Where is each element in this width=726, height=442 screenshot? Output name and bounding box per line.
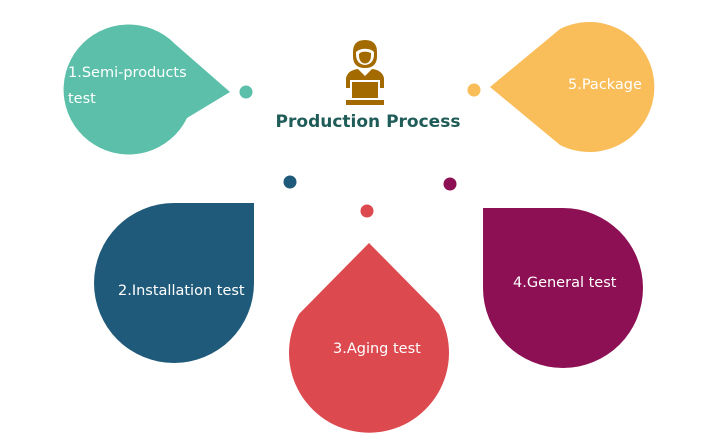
dot-step-1 <box>239 85 253 99</box>
dot-step-4 <box>443 177 457 191</box>
step-3-text: 3.Aging test <box>333 341 421 357</box>
dot-step-5 <box>467 83 481 97</box>
step-3-label: 3.Aging test <box>333 336 453 362</box>
step-1-label: 1.Semi-products test <box>68 58 193 114</box>
step-1-text: 1.Semi-products test <box>68 65 187 107</box>
step-5-text: 5.Package <box>568 77 642 93</box>
dot-step-2 <box>283 175 297 189</box>
step-3-shape <box>289 243 449 433</box>
step-4-label: 4.General test <box>513 270 643 296</box>
step-4-text: 4.General test <box>513 275 617 291</box>
dot-step-3 <box>360 204 374 218</box>
step-2-label: 2.Installation test <box>118 263 246 319</box>
step-5-shape <box>490 22 655 153</box>
step-4-shape <box>483 208 643 368</box>
step-2-shape <box>94 203 254 363</box>
step-2-text: 2.Installation test <box>118 283 245 299</box>
diagram-title: Production Process <box>275 112 461 132</box>
worker-laptop-icon <box>346 40 384 105</box>
step-5-label: 5.Package <box>568 72 678 98</box>
step-1-shape <box>63 24 231 155</box>
